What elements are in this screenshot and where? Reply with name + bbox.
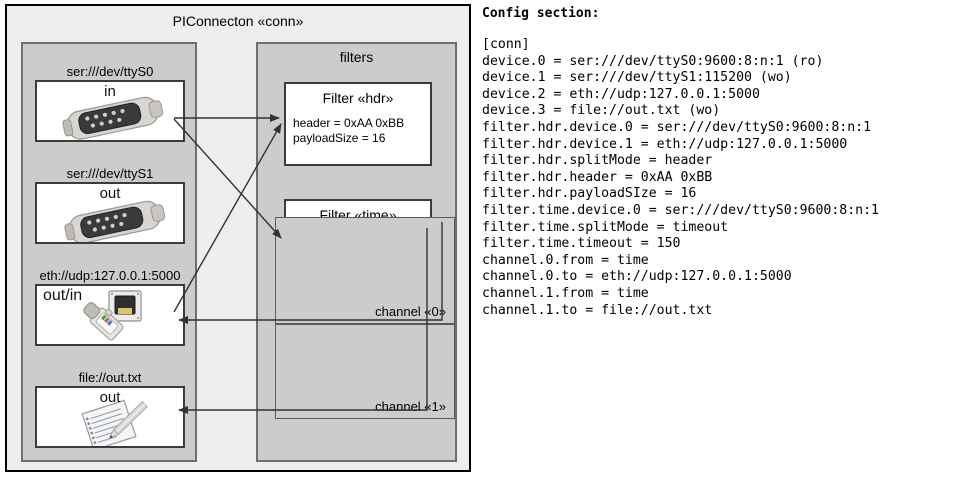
config-line: filter.time.device.0 = ser:///dev/ttyS0:… xyxy=(482,202,879,218)
config-section: Config section: [conn]device.0 = ser:///… xyxy=(482,6,960,319)
serial-port-icon xyxy=(62,96,164,140)
device-io-label: out xyxy=(99,389,121,406)
config-line: device.0 = ser:///dev/ttyS0:9600:8:n:1 (… xyxy=(482,53,824,69)
filter-title: Filter «hdr» xyxy=(322,90,394,106)
config-line: channel.0.from = time xyxy=(482,252,649,268)
device-eth-udp[interactable]: eth://udp:127.0.0.1:5000 out/in xyxy=(35,268,185,346)
config-line: channel.1.from = time xyxy=(482,285,649,301)
channel-label: channel «1» xyxy=(375,399,446,414)
device-file-out[interactable]: file://out.txt out xyxy=(35,370,185,448)
config-line: filter.hdr.payloadSIze = 16 xyxy=(482,186,697,202)
filters-panel-title: filters xyxy=(339,49,374,65)
channel-0-box[interactable]: channel «0» xyxy=(275,217,455,324)
config-line: channel.0.to = eth://udp:127.0.0.1:5000 xyxy=(482,269,792,285)
device-label: file://out.txt xyxy=(78,370,142,385)
device-io-label: out xyxy=(99,185,121,202)
config-line: device.1 = ser:///dev/ttyS1:115200 (wo) xyxy=(482,70,792,86)
device-io-label: out/in xyxy=(43,287,83,304)
config-line: channel.1.to = file://out.txt xyxy=(482,302,713,318)
device-io-label: in xyxy=(104,83,116,100)
config-line: filter.time.timeout = 150 xyxy=(482,236,681,252)
text-document-icon xyxy=(81,399,148,446)
ethernet-jack-icon xyxy=(83,290,142,341)
connector-diagram: PIConnecton «conn» ser:///dev/ttyS0 in xyxy=(5,4,471,472)
channel-label: channel «0» xyxy=(375,304,446,319)
config-line: device.2 = eth://udp:127.0.0.1:5000 xyxy=(482,86,760,102)
config-lines: [conn]device.0 = ser:///dev/ttyS0:9600:8… xyxy=(482,37,960,319)
config-line: filter.hdr.splitMode = header xyxy=(482,153,713,169)
config-line: device.3 = file://out.txt (wo) xyxy=(482,103,721,119)
filter-property: header = 0xAA 0xBB xyxy=(293,116,405,130)
config-line: filter.time.splitMode = timeout xyxy=(482,219,729,235)
config-heading: Config section: xyxy=(482,6,600,21)
device-card[interactable]: in xyxy=(35,80,185,142)
config-line: [conn] xyxy=(482,37,530,52)
device-label: ser:///dev/ttyS1 xyxy=(66,166,154,181)
config-line: filter.hdr.device.1 = eth://udp:127.0.0.… xyxy=(482,136,848,152)
diagram-title: PIConnecton «conn» xyxy=(172,13,304,29)
filters-panel: filters Filter «hdr» header = 0xAA 0xBB … xyxy=(256,42,457,462)
channel-1-box[interactable]: channel «1» xyxy=(275,324,455,419)
device-card[interactable]: out/in xyxy=(35,284,185,346)
device-card[interactable]: out xyxy=(35,182,185,244)
filter-properties: header = 0xAA 0xBB payloadSize = 16 xyxy=(293,116,430,146)
filter-property: payloadSize = 16 xyxy=(293,131,386,145)
devices-panel: ser:///dev/ttyS0 in xyxy=(21,42,197,462)
device-label: eth://udp:127.0.0.1:5000 xyxy=(39,268,181,283)
serial-port-icon xyxy=(64,200,166,242)
config-line: filter.hdr.header = 0xAA 0xBB xyxy=(482,169,713,185)
device-ser-ttyS0[interactable]: ser:///dev/ttyS0 in xyxy=(35,64,185,142)
device-label: ser:///dev/ttyS0 xyxy=(66,64,154,79)
device-ser-ttyS1[interactable]: ser:///dev/ttyS1 out xyxy=(35,166,185,244)
device-card[interactable]: out xyxy=(35,386,185,448)
filter-hdr-box[interactable]: Filter «hdr» header = 0xAA 0xBB payloadS… xyxy=(284,82,432,166)
config-line: filter.hdr.device.0 = ser:///dev/ttyS0:9… xyxy=(482,119,872,135)
